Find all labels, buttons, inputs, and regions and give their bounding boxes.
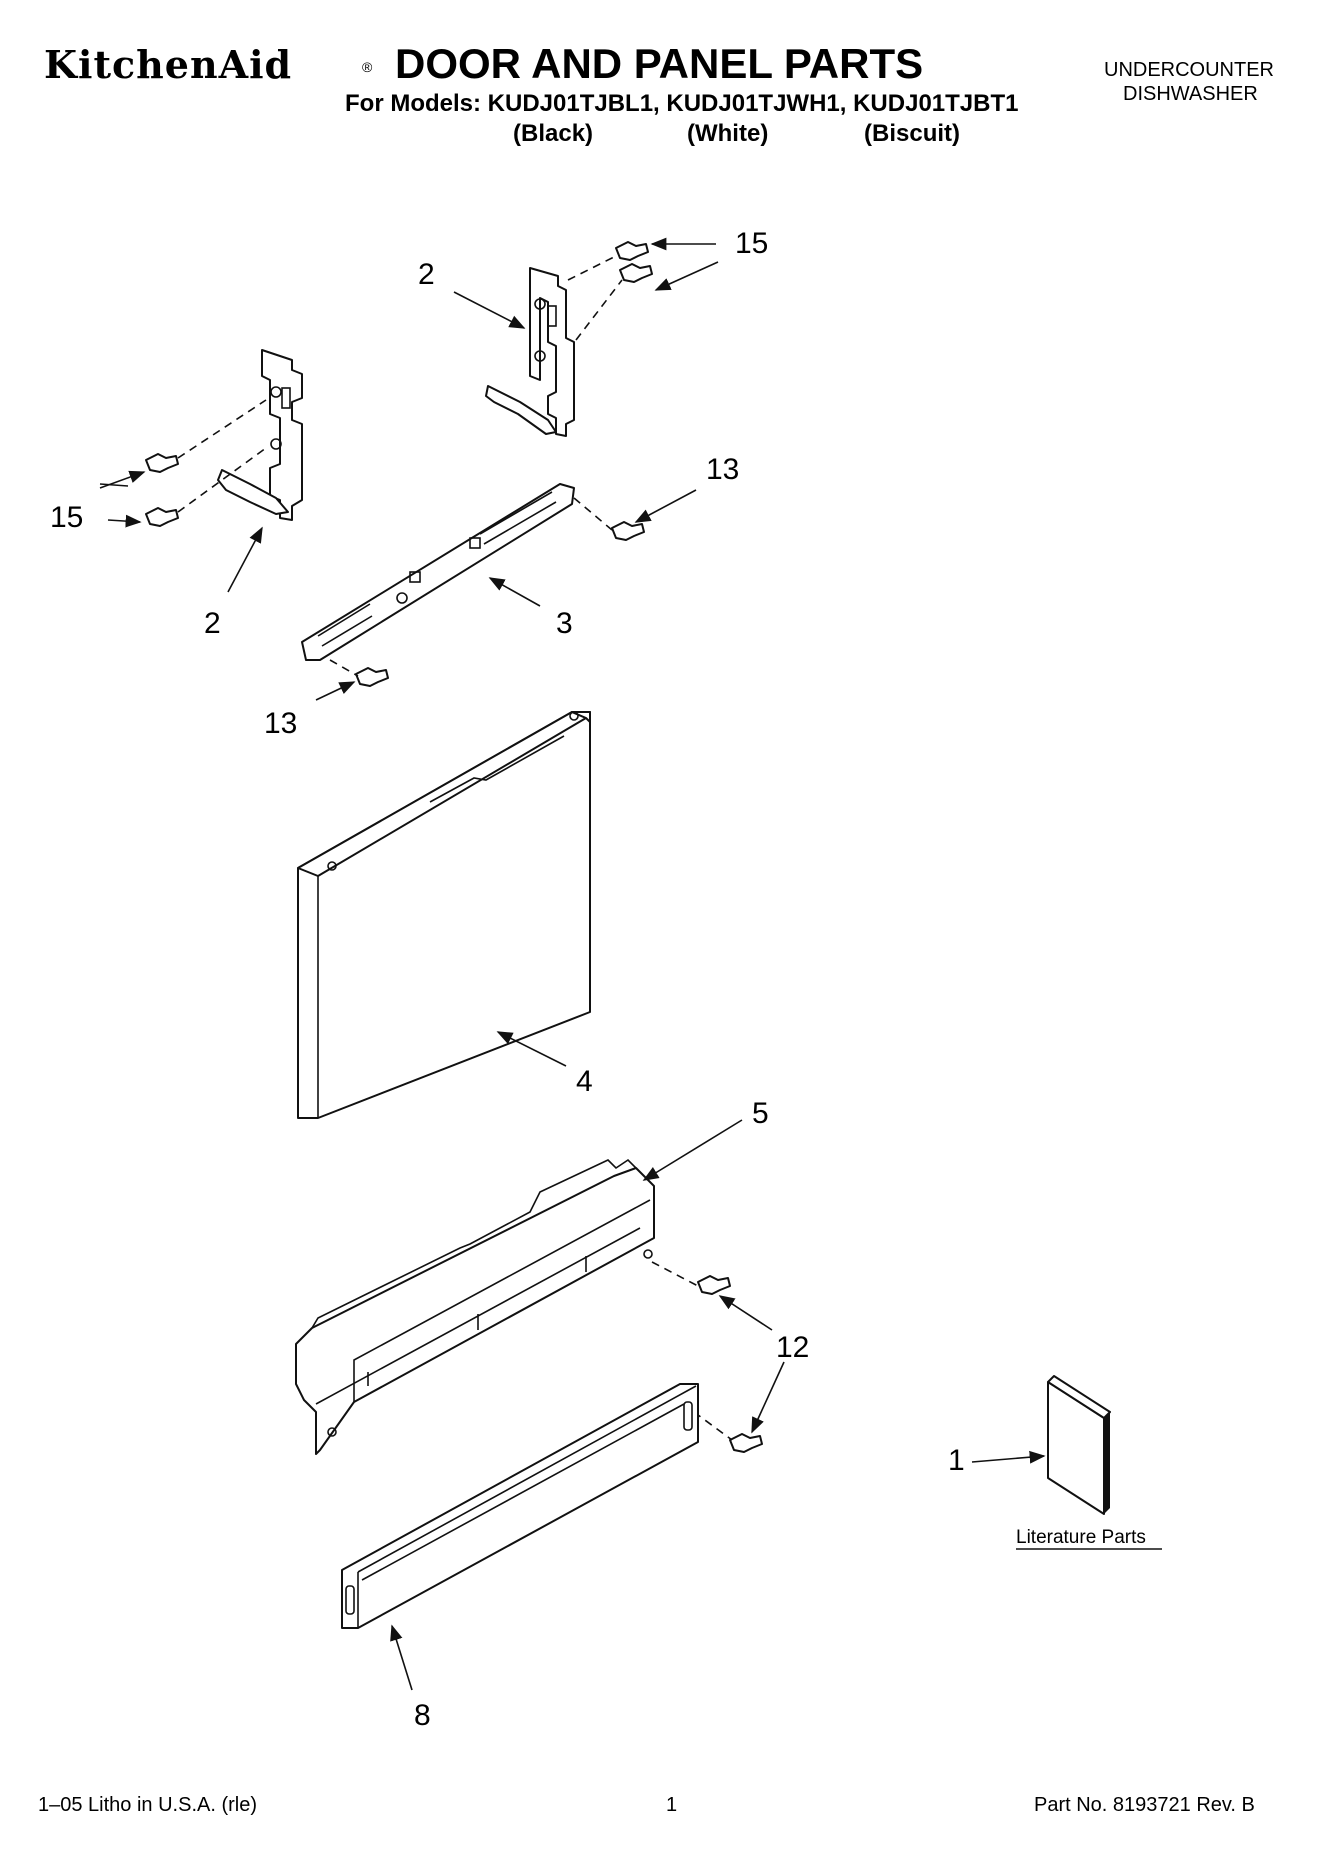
toe-panel-upper	[295, 1158, 655, 1455]
callout-5: 5	[752, 1097, 769, 1130]
screw-group-rail	[315, 489, 697, 701]
door-panel	[297, 711, 591, 1119]
category-line-2: DISHWASHER	[1123, 83, 1258, 105]
callout-12: 12	[776, 1331, 809, 1364]
registered-mark: ®	[362, 59, 373, 75]
footer-print-info: 1–05 Litho in U.S.A. (rle)	[38, 1794, 257, 1816]
literature-caption: Literature Parts	[1016, 1527, 1146, 1548]
toe-panel-lower	[341, 1383, 699, 1629]
footer: 1–05 Litho in U.S.A. (rle) 1 Part No. 81…	[38, 1794, 1255, 1816]
callout-13-left: 13	[264, 707, 297, 740]
callout-1: 1	[948, 1444, 965, 1477]
footer-part-number: Part No. 8193721 Rev. B	[1034, 1794, 1255, 1816]
door-hinge-bracket-left	[217, 349, 303, 521]
model-list: For Models: KUDJ01TJBL1, KUDJ01TJWH1, KU…	[345, 90, 1019, 117]
callout-2-top: 2	[418, 258, 435, 291]
screw-group-left	[99, 399, 267, 528]
header: KitchenAid ® DOOR AND PANEL PARTS For Mo…	[44, 40, 1274, 147]
variant-white: (White)	[687, 120, 768, 147]
callout-15-top: 15	[735, 227, 768, 260]
callout-2-left: 2	[204, 607, 221, 640]
callout-8: 8	[414, 1699, 431, 1732]
footer-page-number: 1	[666, 1794, 677, 1816]
callout-4: 4	[576, 1065, 593, 1098]
variant-biscuit: (Biscuit)	[864, 120, 960, 147]
screw-group-top-right	[567, 237, 719, 341]
callout-15-left: 15	[50, 501, 83, 534]
callout-13-right: 13	[706, 453, 739, 486]
variant-black: (Black)	[513, 120, 593, 147]
door-hinge-bracket-right	[485, 267, 575, 437]
screw-group-toe	[642, 1119, 785, 1453]
page-title: DOOR AND PANEL PARTS	[395, 40, 923, 87]
callout-3: 3	[556, 607, 573, 640]
literature-parts	[1047, 1375, 1111, 1515]
door-mounting-rail	[301, 483, 575, 661]
brand-logo: KitchenAid	[44, 42, 292, 87]
category-line-1: UNDERCOUNTER	[1104, 59, 1274, 81]
